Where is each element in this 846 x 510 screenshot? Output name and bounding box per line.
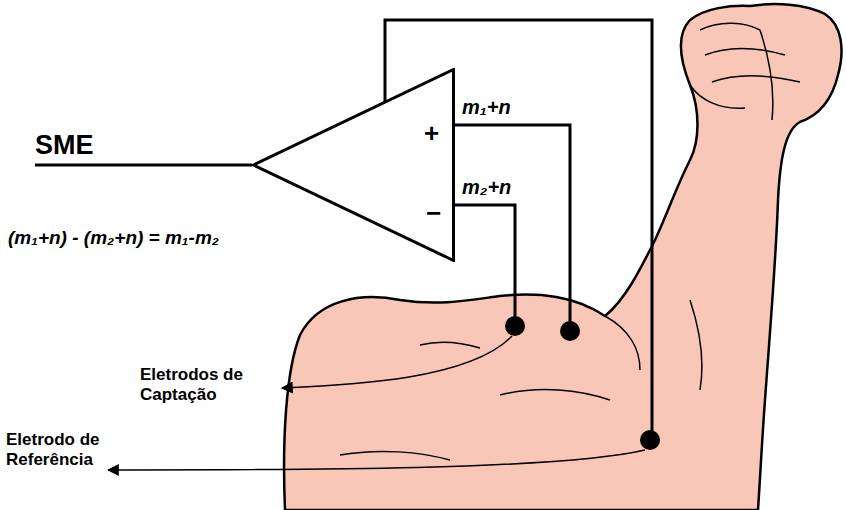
minus-input: −: [426, 200, 441, 226]
output-label: SME: [35, 130, 94, 161]
fist-lines: [690, 23, 800, 120]
amplifier-triangle: +−: [252, 68, 455, 262]
signal-label: m₂+n: [462, 176, 511, 199]
electrode-2-wire: [455, 205, 515, 325]
plus-input: +: [424, 120, 439, 146]
electrode-1-wire: [455, 125, 570, 330]
pickup-electrode: [560, 321, 580, 341]
reference-electrode: [640, 430, 660, 450]
leader-arrow: [108, 450, 645, 470]
leader-arrow: [282, 336, 512, 388]
triangle-outline: [252, 68, 455, 262]
equation: (m₁+n) - (m₂+n) = m₁-m₂: [8, 227, 219, 249]
muscle-lines: [340, 300, 702, 460]
callout-label: Eletrodo de Referência: [6, 430, 106, 469]
arm: [284, 4, 841, 510]
pickup-electrode: [505, 316, 525, 336]
callout-label: Eletrodos de Captação: [140, 365, 275, 404]
signal-label: m₁+n: [462, 96, 511, 119]
output-wire: [35, 164, 252, 167]
